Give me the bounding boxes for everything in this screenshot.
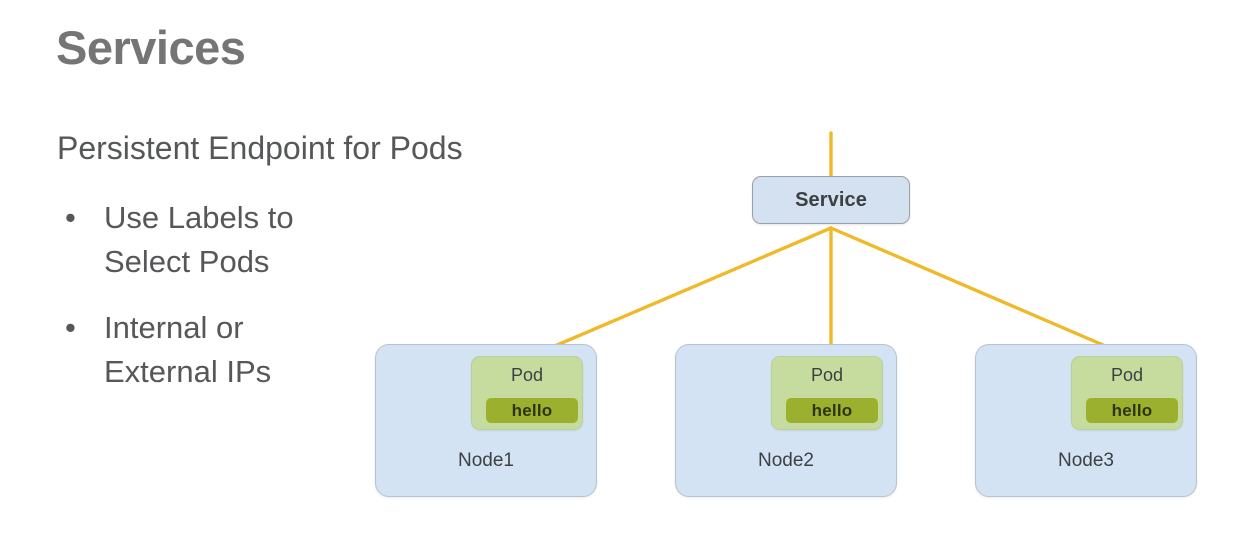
pod-badge: hello [486, 398, 578, 423]
bullet-dot-icon: • [65, 200, 76, 235]
bullet-text: Use Labels to Select Pods [104, 200, 294, 279]
pod-box[interactable]: Pod hello [471, 356, 583, 430]
node-box-node2[interactable]: Pod hello Node2 [675, 344, 897, 497]
node-label: Node3 [1058, 450, 1114, 471]
pod-label: Pod [1110, 365, 1144, 385]
page-title: Services [56, 21, 246, 74]
node-box-node3[interactable]: Pod hello Node3 [975, 344, 1197, 497]
bullet-dot-icon: • [65, 310, 76, 345]
pod-badge: hello [1086, 398, 1178, 423]
bullet-text: Internal or External IPs [104, 310, 272, 389]
node-box-node1[interactable]: Pod hello Node1 [375, 344, 597, 497]
pod-badge-label: hello [1111, 400, 1153, 420]
connector-service-to-node1 [527, 226, 833, 359]
slide-subtitle: Persistent Endpoint for Pods [57, 130, 463, 166]
service-label: Service [795, 188, 867, 211]
node-label: Node1 [458, 450, 514, 471]
list-item: • Internal or External IPs [57, 306, 387, 394]
pod-box[interactable]: Pod hello [771, 356, 883, 430]
pod-badge-label: hello [811, 400, 853, 420]
pod-label: Pod [810, 365, 844, 385]
node-label: Node2 [758, 450, 814, 471]
bullet-list: • Use Labels to Select Pods • Internal o… [57, 196, 387, 416]
pod-badge-label: hello [511, 400, 553, 420]
pod-badge: hello [786, 398, 878, 423]
pod-label: Pod [510, 365, 544, 385]
service-node[interactable]: Service [752, 176, 910, 224]
pod-box[interactable]: Pod hello [1071, 356, 1183, 430]
connector-service-to-node3 [829, 226, 1133, 359]
list-item: • Use Labels to Select Pods [57, 196, 387, 284]
